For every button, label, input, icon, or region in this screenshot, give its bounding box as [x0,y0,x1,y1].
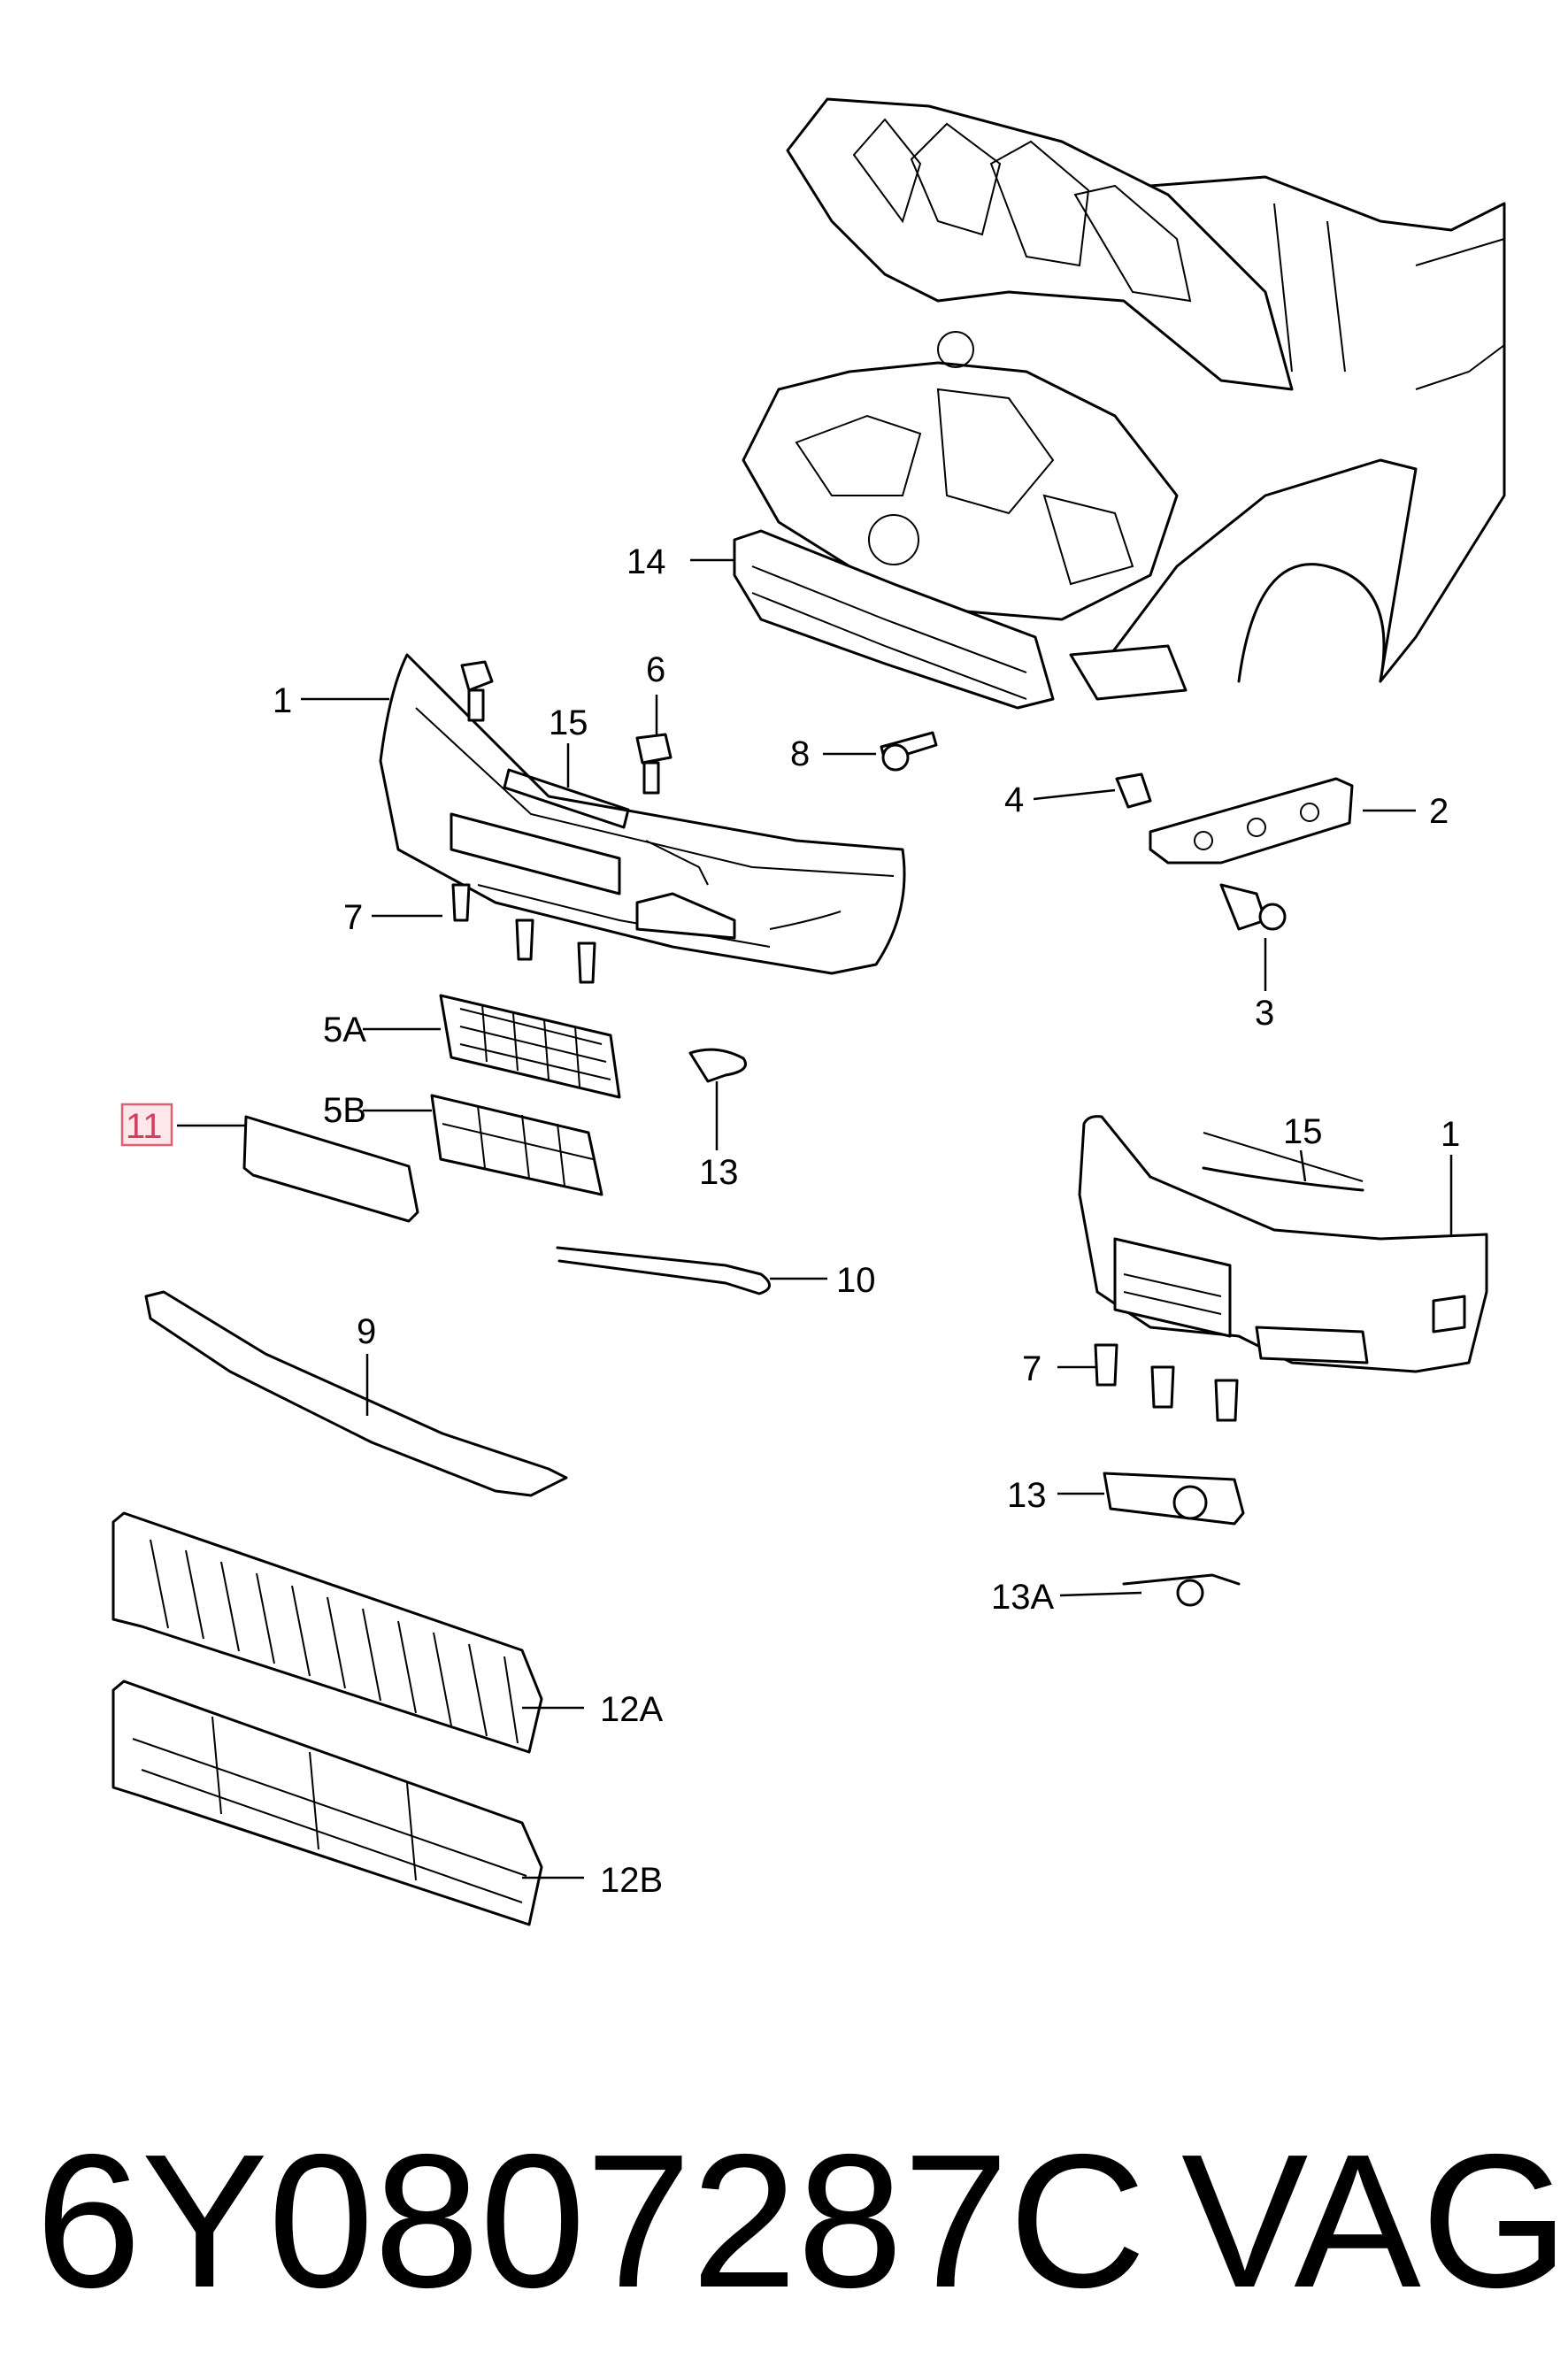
callout-11: 11 [126,1107,163,1146]
callout-13a: 13A [991,1578,1054,1617]
grille-insert-part-5a [439,994,621,1099]
footer-caption: 6Y0807287C VAG [35,2106,1568,2336]
callout-7: 7 [343,898,363,937]
radiator-grille-part-12a [111,1511,543,1754]
callout-13-lower: 13 [1007,1476,1047,1515]
callout-1-lower: 1 [1441,1115,1460,1154]
fog-light-cover-part-13 [1103,1472,1245,1526]
front-bumper-part-1-variant [1078,1115,1488,1373]
callout-9: 9 [357,1312,376,1351]
grille-insert-part-5b [430,1094,603,1196]
bolt-drawing [451,660,938,984]
radiator-grille-part-12b [111,1679,543,1926]
callout-2: 2 [1429,792,1449,831]
callout-1: 1 [273,681,292,720]
callout-15-lower: 15 [1283,1112,1323,1151]
callout-3: 3 [1255,994,1274,1033]
callout-5a: 5A [323,1011,366,1049]
trim-strip-part-15-lower [1202,1166,1364,1192]
brand-name: VAG [1181,2114,1568,2327]
callout-4: 4 [1004,780,1024,819]
front-bumper-part-1 [379,653,906,975]
callout-5b: 5B [323,1091,366,1130]
trim-strip-part-10 [556,1246,771,1295]
callout-8: 8 [790,734,810,773]
number-plate-bracket-part-11 [242,1115,419,1223]
spoiler-part-9 [144,1290,568,1497]
car-body-drawing [733,97,1506,710]
trim-strip-part-15 [503,768,630,829]
callout-14: 14 [626,542,666,581]
cover-part-13-upper [688,1048,747,1083]
fog-light-cover-part-13a [1122,1573,1241,1607]
callout-15: 15 [549,703,588,742]
callout-labels: 14 1 6 15 8 4 2 3 7 5A 5B 11 13 10 9 12A… [126,542,1460,1900]
callout-10: 10 [836,1261,876,1300]
callout-7-lower: 7 [1022,1349,1041,1388]
highlight-box-part-11 [120,1103,173,1147]
callout-13: 13 [699,1153,739,1192]
part-number: 6Y0807287C [35,2114,1147,2327]
callout-12a: 12A [600,1690,663,1729]
clips-part-7-lower [1094,1343,1239,1422]
leader-lines [177,558,1453,1879]
callout-12b: 12B [600,1861,663,1900]
bracket-part-2-drawing [1115,772,1354,931]
callout-6: 6 [646,650,665,689]
